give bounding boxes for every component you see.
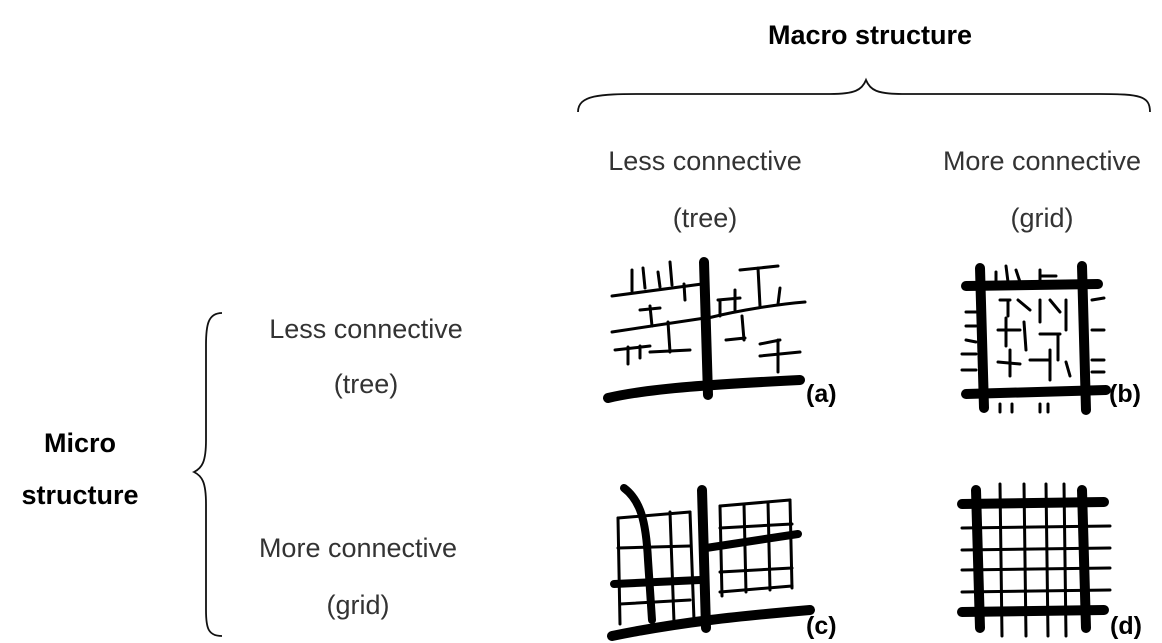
- macro-less-label: Less connective: [608, 146, 802, 176]
- macro-more-label: More connective: [942, 146, 1142, 176]
- sketch-d: [957, 482, 1112, 638]
- macro-more-sublabel: (grid): [1010, 203, 1074, 233]
- panel-label-b: (b): [1109, 380, 1141, 408]
- sketch-a: [603, 257, 807, 403]
- micro-title-line1: Micro: [43, 428, 117, 458]
- panel-label-c: (c): [806, 612, 837, 640]
- micro-less-label: Less connective: [269, 314, 463, 344]
- sketch-b: [960, 261, 1111, 415]
- micro-brace: [191, 312, 223, 637]
- panel-label-a: (a): [806, 380, 837, 408]
- micro-title-line2: structure: [21, 480, 139, 510]
- panel-label-d: (d): [1110, 612, 1142, 640]
- sketch-c: [607, 484, 815, 641]
- macro-title: Macro structure: [767, 20, 973, 50]
- micro-more-label: More connective: [258, 533, 458, 563]
- macro-less-sublabel: (tree): [672, 203, 738, 233]
- micro-less-sublabel: (tree): [333, 369, 399, 399]
- macro-brace: [577, 77, 1151, 113]
- micro-more-sublabel: (grid): [326, 590, 390, 620]
